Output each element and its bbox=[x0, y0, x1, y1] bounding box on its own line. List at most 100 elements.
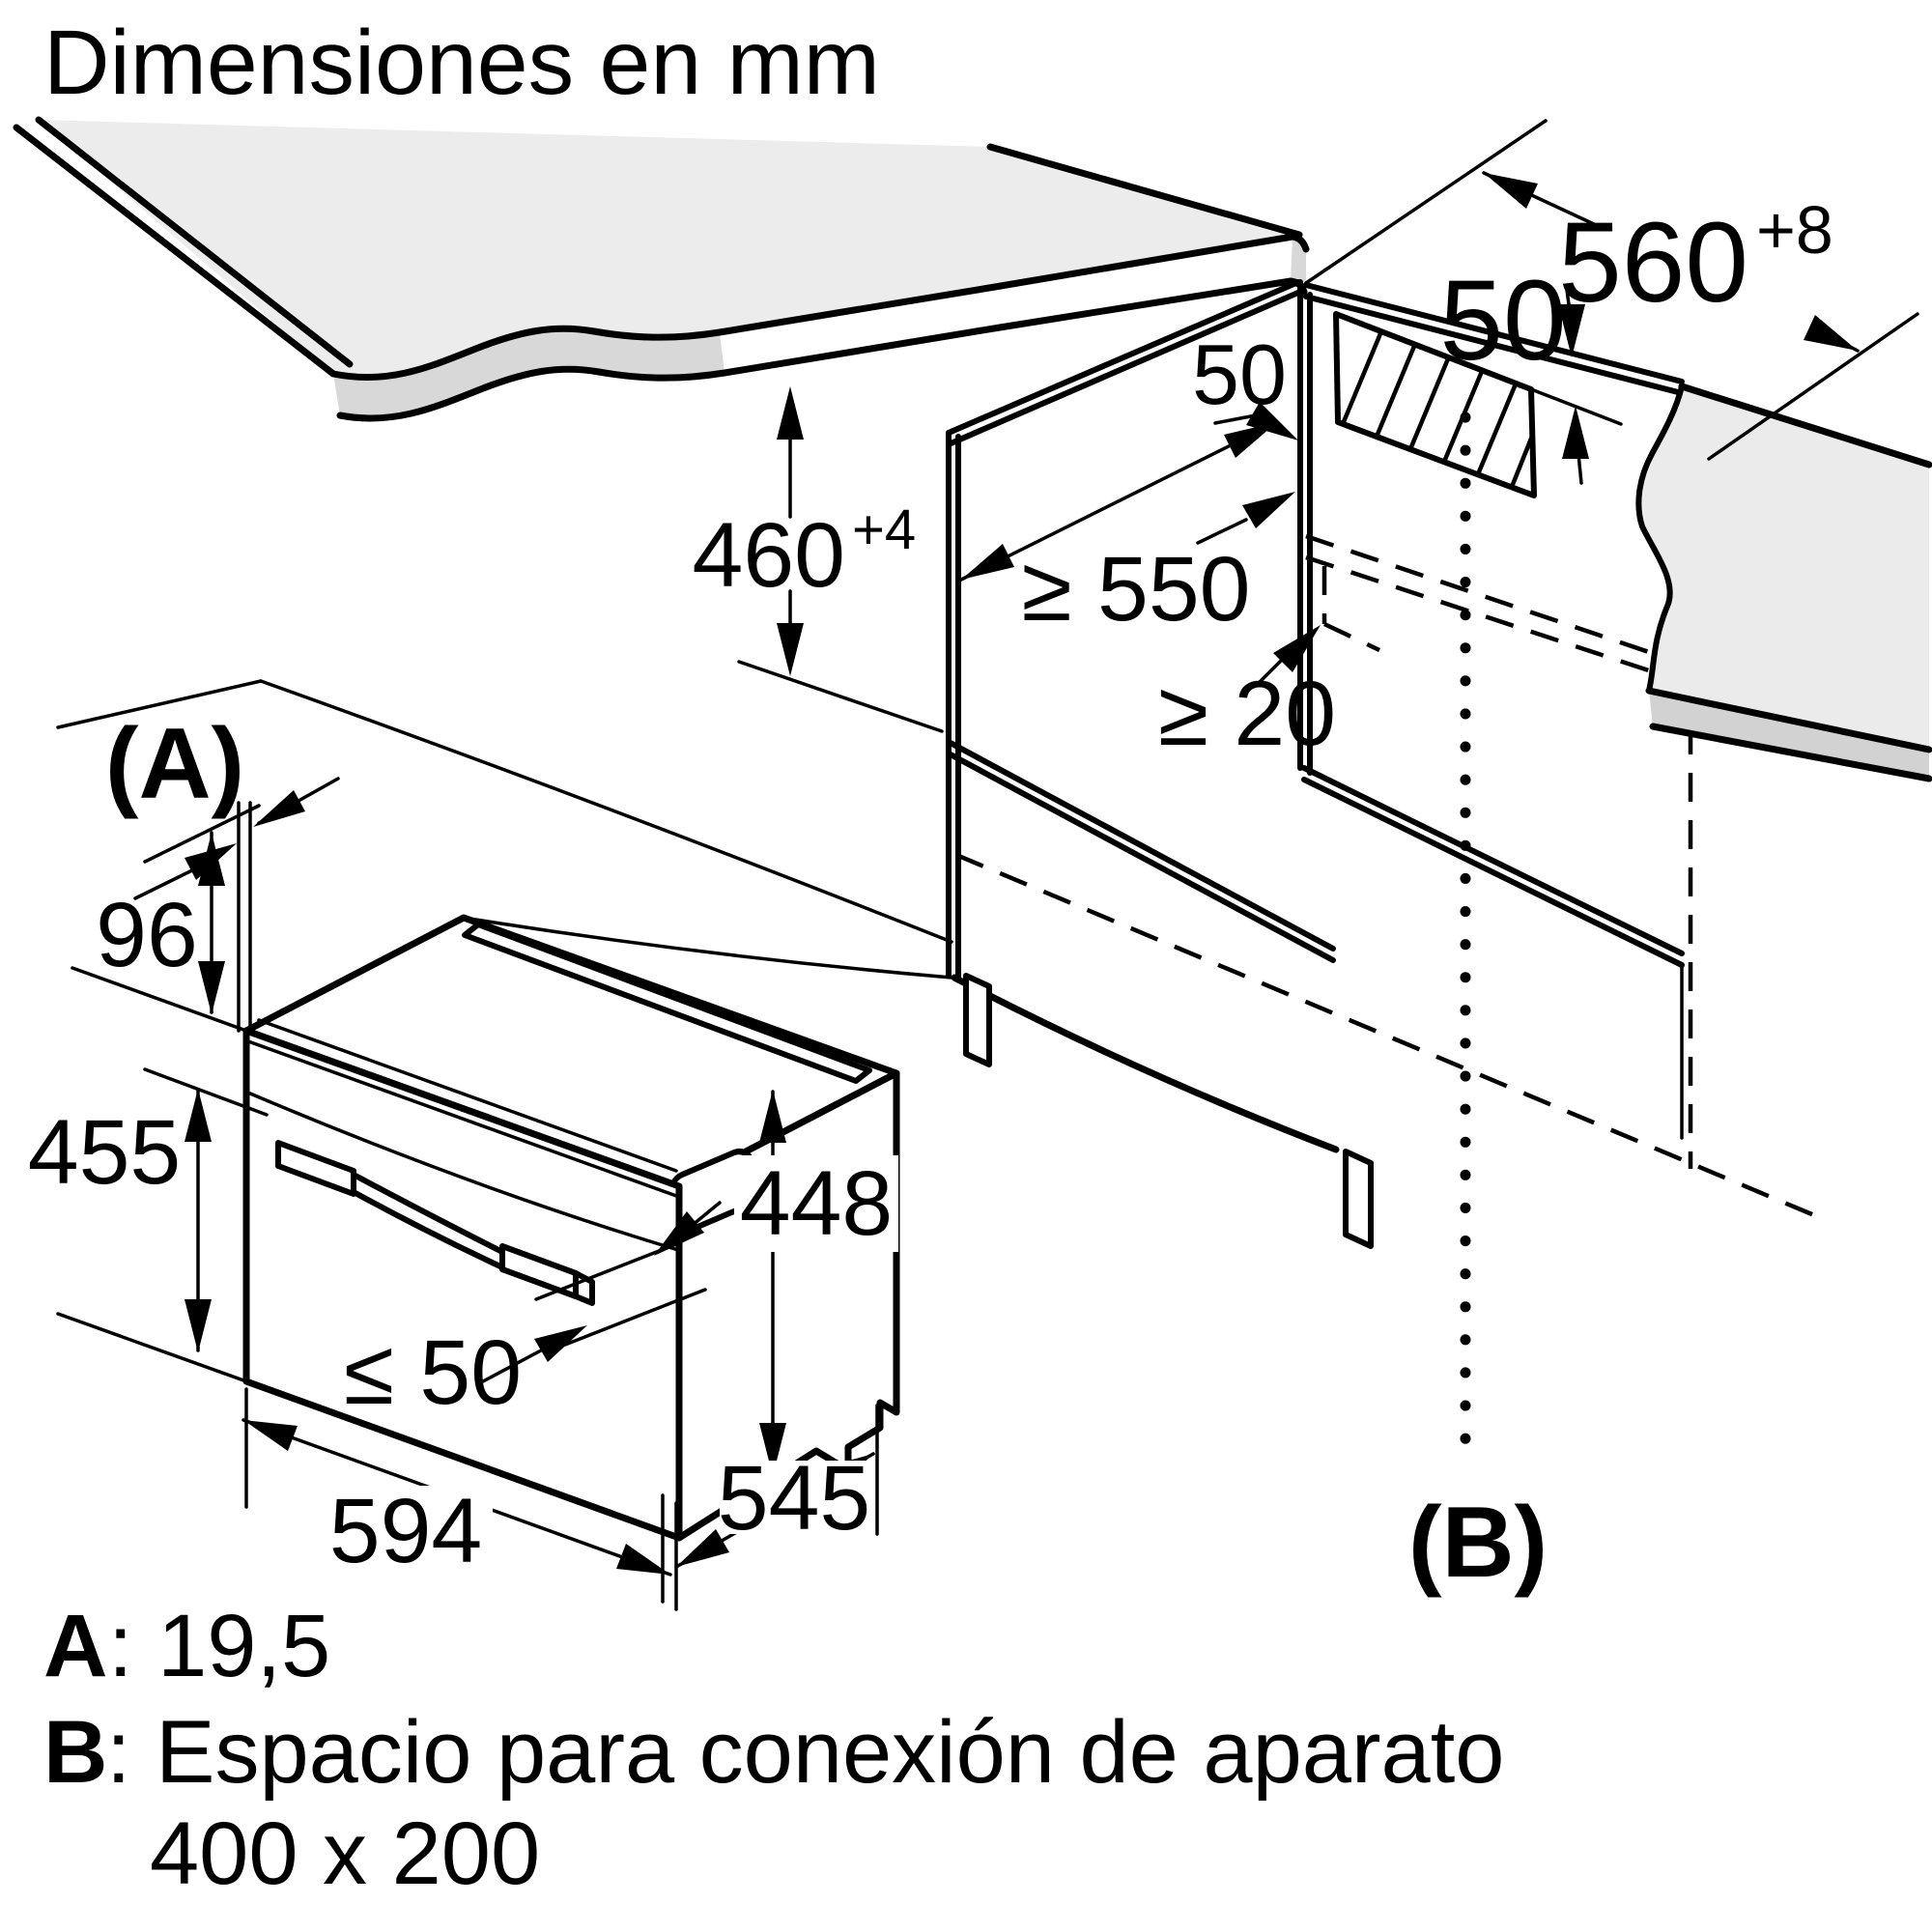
legend: A : 19,5 B : Espacio para conexión de ap… bbox=[43, 1597, 1504, 1903]
countertop-left bbox=[13, 116, 1310, 422]
dim448-arrow-up bbox=[759, 1090, 786, 1143]
dim594-label: 594 bbox=[329, 1480, 483, 1582]
top-panel-front-edge-a bbox=[1303, 282, 1685, 384]
dim550-label: ≥ 550 bbox=[1021, 538, 1250, 640]
dim455-arrow-down bbox=[185, 1299, 212, 1352]
dim594-arrow-right bbox=[616, 1544, 670, 1575]
legend-a-value: : 19,5 bbox=[108, 1597, 330, 1695]
dim460-label: 460 bbox=[692, 504, 845, 607]
guide-sweep-lower bbox=[462, 916, 953, 980]
dim50-front-arrow-up bbox=[1562, 406, 1589, 459]
dim455-label: 455 bbox=[28, 1101, 182, 1204]
sidewall-top-edge-b bbox=[946, 289, 1303, 447]
oven-carcass-top-edge bbox=[257, 1018, 678, 1173]
dimA-shaft-2 bbox=[133, 867, 198, 900]
dim550-arrow-left bbox=[961, 544, 1014, 580]
plinth-foot-left bbox=[963, 973, 992, 1067]
dim448-arrow-down bbox=[759, 1423, 786, 1476]
countertop-corner-fill bbox=[1291, 236, 1306, 290]
dim50-side-shaft-2 bbox=[1196, 518, 1248, 545]
dim460-arrow-up bbox=[777, 386, 804, 440]
dim560-extension-1 bbox=[1304, 119, 1548, 285]
hidden-edge-top-back-2 bbox=[1305, 554, 1682, 684]
dim545-arrow-left bbox=[676, 1529, 729, 1567]
oven-door-top-inner-line bbox=[246, 1039, 681, 1199]
wall-panel-top-edge bbox=[1678, 383, 1932, 469]
dim50-front-shaft-bottom bbox=[1577, 452, 1583, 485]
countertop-top-surface bbox=[39, 120, 1299, 378]
dim448-label-mask bbox=[734, 1155, 898, 1252]
niche-floor-left-edge-a bbox=[946, 739, 1336, 952]
legend-a-key: A bbox=[43, 1597, 107, 1695]
dimA-label: (A) bbox=[105, 708, 244, 820]
dim20-label: ≥ 20 bbox=[1158, 663, 1336, 765]
dim594-arrow-left bbox=[243, 1420, 298, 1451]
dimA-arrow-1 bbox=[253, 790, 305, 827]
dim50-side-arrow-2 bbox=[1242, 492, 1295, 528]
dim96-label: 96 bbox=[96, 884, 198, 986]
dim560-label: 560 bbox=[1558, 199, 1748, 327]
vent-cutout bbox=[1333, 311, 1623, 498]
appliance-dimension-annotations: (A) 96 455 448 ≤ 50 bbox=[28, 708, 898, 1611]
adjacent-wall-panel bbox=[1635, 383, 1932, 782]
hidden-edge-bottom-back bbox=[955, 852, 1827, 1223]
dim50handle-ref-a bbox=[534, 1242, 678, 1301]
dim20-arrow bbox=[1273, 625, 1321, 672]
dim50-side-shaft-1 bbox=[1213, 413, 1258, 425]
oven-top-back-rail bbox=[462, 922, 872, 1084]
dim560-arrowhead-right bbox=[1804, 315, 1858, 351]
dim96-ref-top bbox=[143, 804, 261, 864]
dim50handle-shaft-2 bbox=[481, 1349, 543, 1383]
page-title: Dimensiones en mm bbox=[43, 12, 880, 114]
dim50-front-label: 50 bbox=[1439, 257, 1566, 384]
dim560-tolerance: +8 bbox=[1756, 192, 1833, 268]
dim50handle-arrow-2 bbox=[534, 1325, 587, 1362]
dim50handle-ref-b bbox=[563, 1288, 707, 1347]
dim594-label-mask bbox=[319, 1486, 493, 1571]
vent-cutout-border bbox=[1333, 311, 1537, 498]
dim560-extension-2 bbox=[1707, 312, 1919, 461]
base-cabinet-niche bbox=[56, 279, 1930, 1457]
niche-dimension-annotations: 560 +8 50 50 460 +4 ≥ 550 ≥ 20 bbox=[692, 119, 1919, 765]
guide-sweep-upper bbox=[259, 679, 953, 944]
wall-panel-torn-edge bbox=[1635, 384, 1685, 694]
countertop-front-edge-top bbox=[329, 233, 1310, 382]
plinth-foot-right bbox=[1343, 1149, 1374, 1249]
niche-floor-front-edge-b bbox=[1301, 777, 1685, 968]
countertop-left-cut-inner bbox=[35, 116, 354, 368]
dim460-tolerance: +4 bbox=[852, 498, 916, 561]
countertop-front-edge-bottom bbox=[336, 277, 1308, 422]
dim50-side-arrow-1 bbox=[1246, 402, 1298, 440]
dim455-ref-bottom bbox=[56, 1312, 248, 1383]
dim50-side-label: 50 bbox=[1192, 327, 1287, 422]
connection-label: (B) bbox=[1408, 1487, 1548, 1599]
wall-panel-face bbox=[1638, 386, 1929, 750]
oven-handle-bar-top bbox=[351, 1172, 505, 1255]
top-panel-front-edge-b bbox=[1303, 294, 1685, 396]
dim50-front-arrow-down bbox=[1558, 304, 1585, 357]
dim96-arrow-down bbox=[198, 961, 225, 1014]
vent-cutout-extension-line bbox=[1529, 387, 1623, 426]
guide-line-left bbox=[56, 679, 263, 729]
dim545-label-mask bbox=[720, 1461, 869, 1534]
dim455-ref-top bbox=[143, 1067, 269, 1117]
dim50handle-arrow-1 bbox=[654, 1211, 704, 1256]
wall-panel-strip-bottom-edge bbox=[1649, 723, 1932, 782]
wall-panel-base-strip bbox=[1649, 691, 1929, 779]
height-ref-line bbox=[737, 660, 944, 733]
dim448-label: 448 bbox=[740, 1152, 894, 1255]
dim545-label: 545 bbox=[718, 1447, 871, 1549]
dim96-arrow-up bbox=[198, 833, 225, 886]
oven-handle-bar-bottom bbox=[351, 1189, 505, 1270]
dim550-line bbox=[959, 420, 1279, 582]
countertop-left-cut-outer bbox=[13, 124, 337, 378]
niche-floor-left-edge-b bbox=[946, 751, 1336, 963]
wall-panel-strip-top-edge bbox=[1645, 687, 1932, 753]
sidewall-top-edge-a bbox=[946, 279, 1301, 436]
legend-b-value: : Espacio para conexión de aparato bbox=[106, 1703, 1504, 1802]
oven-drawing bbox=[242, 914, 900, 1542]
niche-floor-front-edge-a bbox=[1301, 765, 1685, 956]
lower-panel-bottom-edge bbox=[951, 974, 1340, 1153]
dim96-ref-bottom bbox=[71, 966, 248, 1033]
